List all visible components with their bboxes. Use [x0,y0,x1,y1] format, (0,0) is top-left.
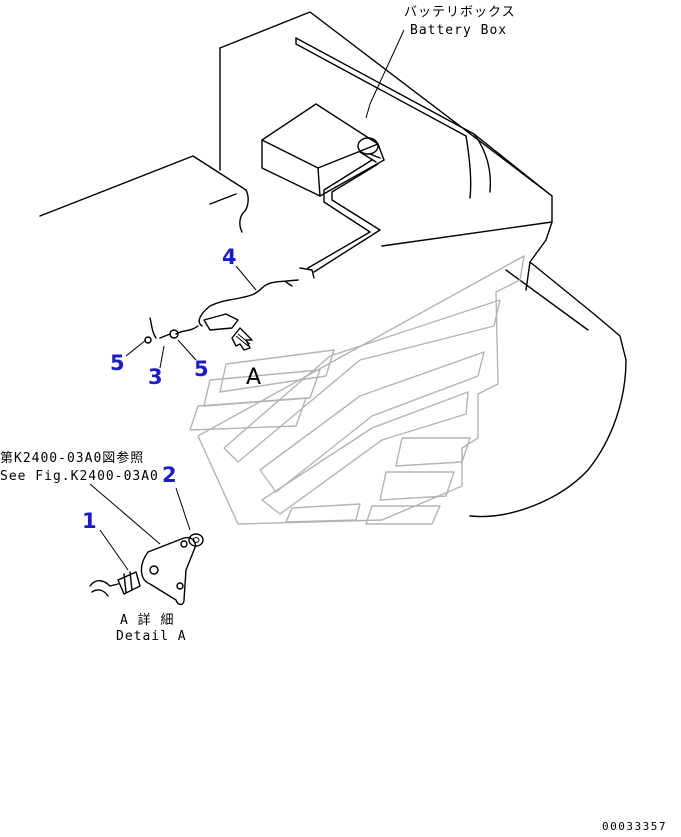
wire-harness [144,279,299,344]
detail-a-parts [89,533,204,606]
detail-a-label-jp: A 詳 細 [120,612,174,628]
drawing-number: 00033357 [602,820,667,833]
callout-5-right: 5 [194,357,209,381]
callout-4: 4 [222,245,237,269]
battery-box-label-jp: バッテリボックス [404,5,516,20]
callout-1: 1 [82,509,97,533]
machine-body-outline [39,11,627,518]
reference-label-jp: 第K2400-03A0図参照 [0,450,144,466]
callout-3: 3 [148,365,163,389]
detail-a-label-en: Detail A [116,629,187,644]
view-a-letter: A [246,365,261,390]
side-panel-decals [189,255,525,525]
reference-label-en: See Fig.K2400-03A0 [0,469,159,484]
callout-2: 2 [162,463,177,487]
battery-box-label-en: Battery Box [410,23,507,38]
view-a-arrow [231,327,253,351]
battery-box [261,103,385,279]
callout-5-left: 5 [110,351,125,375]
leader-lines [89,29,405,571]
